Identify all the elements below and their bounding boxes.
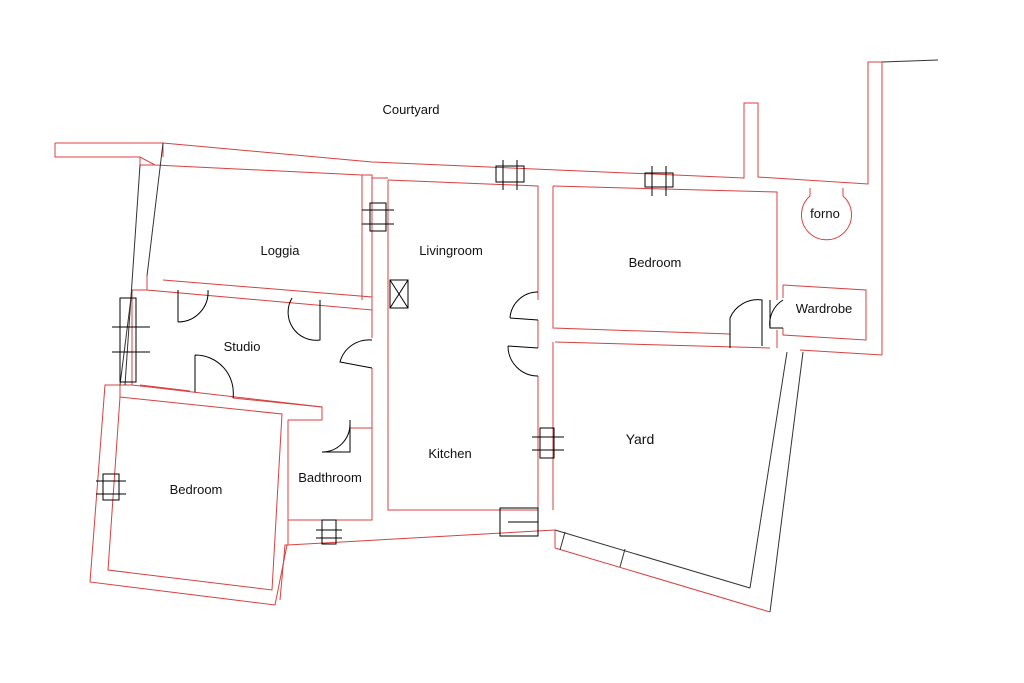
doors <box>177 289 784 453</box>
label-bedroom-top: Bedroom <box>629 255 682 270</box>
outer-wall-top-line <box>55 61 883 355</box>
north-boundary-line <box>881 59 939 63</box>
livingroom-north-inner <box>387 179 539 300</box>
west-outline <box>124 164 141 386</box>
yard-gate-post-1 <box>559 531 566 551</box>
outer-wall-north <box>362 174 373 176</box>
studio-south-wall <box>131 384 323 421</box>
window-kitchen-south <box>499 507 539 537</box>
studio-livingroom-door <box>339 339 373 369</box>
studio-west-wall <box>120 289 147 386</box>
label-studio: Studio <box>224 339 261 354</box>
window-studio-west <box>112 297 150 383</box>
bathroom-door <box>321 420 351 453</box>
label-livingroom: Livingroom <box>419 243 483 258</box>
wardrobe-outer-south <box>799 349 883 356</box>
studio-bedroom-door <box>194 354 234 399</box>
studio-south-left <box>139 384 191 392</box>
forno-oven <box>801 188 852 241</box>
yard-south-outer <box>554 547 771 613</box>
yard-gate-post-2 <box>619 548 626 568</box>
label-forno: forno <box>810 206 840 221</box>
kitchen-west-wall <box>287 368 373 521</box>
loggia-door-left <box>177 289 209 323</box>
label-kitchen: Kitchen <box>428 446 471 461</box>
bedroom-yard-door <box>729 299 763 348</box>
window-kitchen-east <box>532 427 564 459</box>
livingroom-bedroom-door <box>509 291 539 321</box>
label-courtyard: Courtyard <box>382 102 439 117</box>
wardrobe-door <box>769 299 784 329</box>
window-bedroom-north <box>644 166 674 196</box>
label-yard: Yard <box>626 431 655 447</box>
label-bathroom: Badthroom <box>298 470 362 485</box>
label-bedroom-left: Bedroom <box>170 482 223 497</box>
window-loggia-east <box>362 202 394 232</box>
wardrobe-walls <box>782 284 867 341</box>
outer-wall-north-left <box>54 143 363 176</box>
yard-north-wall <box>554 341 771 349</box>
walls <box>54 59 939 613</box>
window-livingroom-north <box>495 160 525 190</box>
label-wardrobe: Wardrobe <box>796 301 853 316</box>
room-labels: Courtyard Loggia Livingroom Bedroom forn… <box>170 102 853 497</box>
window-bedroom-left-west <box>96 473 126 501</box>
studio-west-outline <box>119 289 133 386</box>
yard-east-outer <box>769 351 804 613</box>
loggia-south-wall <box>146 276 373 311</box>
yard-east-inner <box>749 351 788 589</box>
fireplace-livingroom <box>389 279 409 309</box>
window-bathroom-south <box>316 519 342 545</box>
loggia-west-outline <box>146 142 164 277</box>
label-loggia: Loggia <box>260 243 300 258</box>
bedroom-left-outer <box>89 384 288 606</box>
bedroom-top-walls <box>552 186 731 335</box>
windows <box>96 160 674 545</box>
yard-south-inner <box>554 529 751 589</box>
studio-south-right <box>232 397 323 408</box>
outer-south-center <box>287 520 556 546</box>
loggia-door-right <box>287 297 321 341</box>
livingroom-north-wall <box>387 180 538 511</box>
bedroom-top-north <box>552 185 778 300</box>
bedroom-left-walls <box>107 385 283 591</box>
kitchen-yard-door <box>507 345 539 377</box>
